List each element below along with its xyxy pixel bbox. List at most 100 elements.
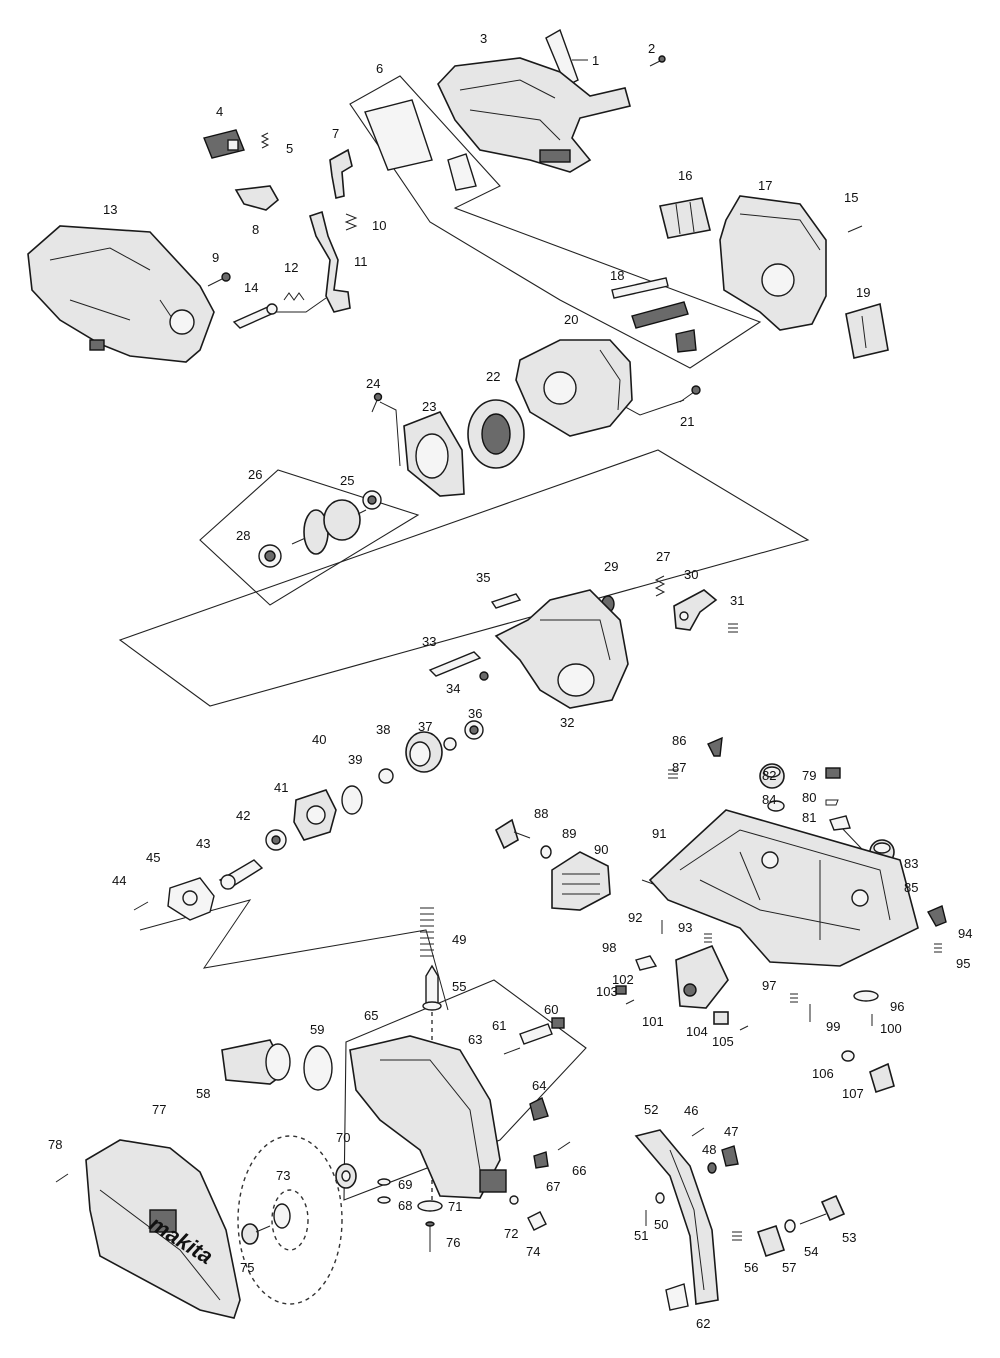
callout-50: 50 <box>654 1217 668 1232</box>
part-80-spring <box>825 799 839 806</box>
part-32-gear-housing <box>494 589 629 709</box>
callout-49: 49 <box>452 932 466 947</box>
part-4-switch-button <box>203 129 245 159</box>
part-79-clip <box>825 767 841 779</box>
callout-72: 72 <box>504 1226 518 1241</box>
part-57-bracket <box>756 1224 786 1258</box>
callout-52: 52 <box>644 1102 658 1117</box>
part-68-washer <box>377 1196 391 1204</box>
callout-4: 4 <box>216 104 223 119</box>
callout-70: 70 <box>336 1130 350 1145</box>
part-56-spring <box>732 1231 742 1241</box>
part-59-o-ring <box>303 1045 333 1091</box>
callout-41: 41 <box>274 780 288 795</box>
callout-77: 77 <box>152 1102 166 1117</box>
callout-18: 18 <box>610 268 624 283</box>
callout-29: 29 <box>604 559 618 574</box>
callout-68: 68 <box>398 1198 412 1213</box>
part-38-gear <box>405 731 443 773</box>
callout-28: 28 <box>236 528 250 543</box>
part-94-wing-bolt <box>927 905 947 927</box>
callout-92: 92 <box>628 910 642 925</box>
part-37-ring <box>443 737 457 751</box>
callout-48: 48 <box>702 1142 716 1157</box>
part-6-plate <box>364 99 477 191</box>
callout-11: 11 <box>354 254 368 269</box>
part-88-knob <box>494 818 531 850</box>
part-75-bolt <box>241 1223 271 1245</box>
part-15-screw <box>847 225 863 233</box>
part-76-screw <box>425 1221 435 1252</box>
part-71-washer <box>417 1200 443 1212</box>
callout-56: 56 <box>744 1260 758 1275</box>
callout-24: 24 <box>366 376 380 391</box>
part-96-washer <box>853 990 879 1002</box>
part-2-screw <box>649 55 666 67</box>
callout-83: 83 <box>904 856 918 871</box>
part-10-spring <box>344 213 358 231</box>
callout-14: 14 <box>244 280 258 295</box>
part-93-spring <box>704 933 712 943</box>
part-27-spring <box>654 575 666 597</box>
callout-62: 62 <box>696 1316 710 1331</box>
callout-30: 30 <box>684 567 698 582</box>
callout-78: 78 <box>48 1137 62 1152</box>
callout-93: 93 <box>678 920 692 935</box>
callout-37: 37 <box>418 719 432 734</box>
part-84-ring <box>767 800 785 812</box>
group-outline-26 <box>199 469 420 606</box>
part-102-clip <box>615 985 627 995</box>
callout-31: 31 <box>730 593 744 608</box>
part-47-nut <box>721 1145 739 1167</box>
group-outline-6 <box>349 75 762 369</box>
part-73-saw-blade <box>237 1135 343 1305</box>
callout-99: 99 <box>826 1019 840 1034</box>
part-26-rotor <box>291 499 367 555</box>
callout-86: 86 <box>672 733 686 748</box>
callout-36: 36 <box>468 706 482 721</box>
part-19-terminal <box>845 302 889 359</box>
part-14-pin <box>232 303 278 329</box>
callout-2: 2 <box>648 41 655 56</box>
part-8-switch-holder <box>234 185 280 211</box>
part-82-knob <box>759 763 785 789</box>
callout-67: 67 <box>546 1179 560 1194</box>
part-42-bearing <box>265 829 287 851</box>
callout-labels: 1 2 3 4 5 6 7 8 9 10 11 12 13 14 15 16 1… <box>48 31 972 1331</box>
callout-59: 59 <box>310 1022 324 1037</box>
callout-57: 57 <box>782 1260 796 1275</box>
callout-102: 102 <box>612 972 634 987</box>
part-65-blade-guard <box>349 1035 507 1199</box>
part-53-wing-bolt <box>799 1194 846 1225</box>
callout-15: 15 <box>844 190 858 205</box>
callout-26: 26 <box>248 467 262 482</box>
callout-85: 85 <box>904 880 918 895</box>
callout-47: 47 <box>724 1124 738 1139</box>
part-11-lever <box>309 210 351 313</box>
part-63-spring <box>503 1047 521 1055</box>
part-22-stator <box>467 399 525 469</box>
part-72-ring <box>509 1195 519 1205</box>
callout-7: 7 <box>332 126 339 141</box>
part-35-pin <box>490 593 522 609</box>
part-13-handle-housing <box>27 225 215 363</box>
part-43-spindle <box>218 859 264 890</box>
part-31-spring <box>728 623 738 633</box>
part-105-screw <box>739 1025 749 1031</box>
part-69-washer <box>377 1178 391 1186</box>
part-39-ring <box>378 768 394 784</box>
callout-80: 80 <box>802 790 816 805</box>
part-106-washer <box>841 1050 855 1062</box>
callout-98: 98 <box>602 940 616 955</box>
part-95-spring <box>934 943 942 953</box>
callout-88: 88 <box>534 806 548 821</box>
callout-100: 100 <box>880 1021 902 1036</box>
part-16-terminal <box>659 197 711 239</box>
part-34-screw <box>479 671 489 681</box>
callout-8: 8 <box>252 222 259 237</box>
part-62-plate <box>665 1283 689 1311</box>
callout-94: 94 <box>958 926 972 941</box>
callout-89: 89 <box>562 826 576 841</box>
callout-1: 1 <box>592 53 599 68</box>
part-101-depth-guide <box>675 944 729 1009</box>
